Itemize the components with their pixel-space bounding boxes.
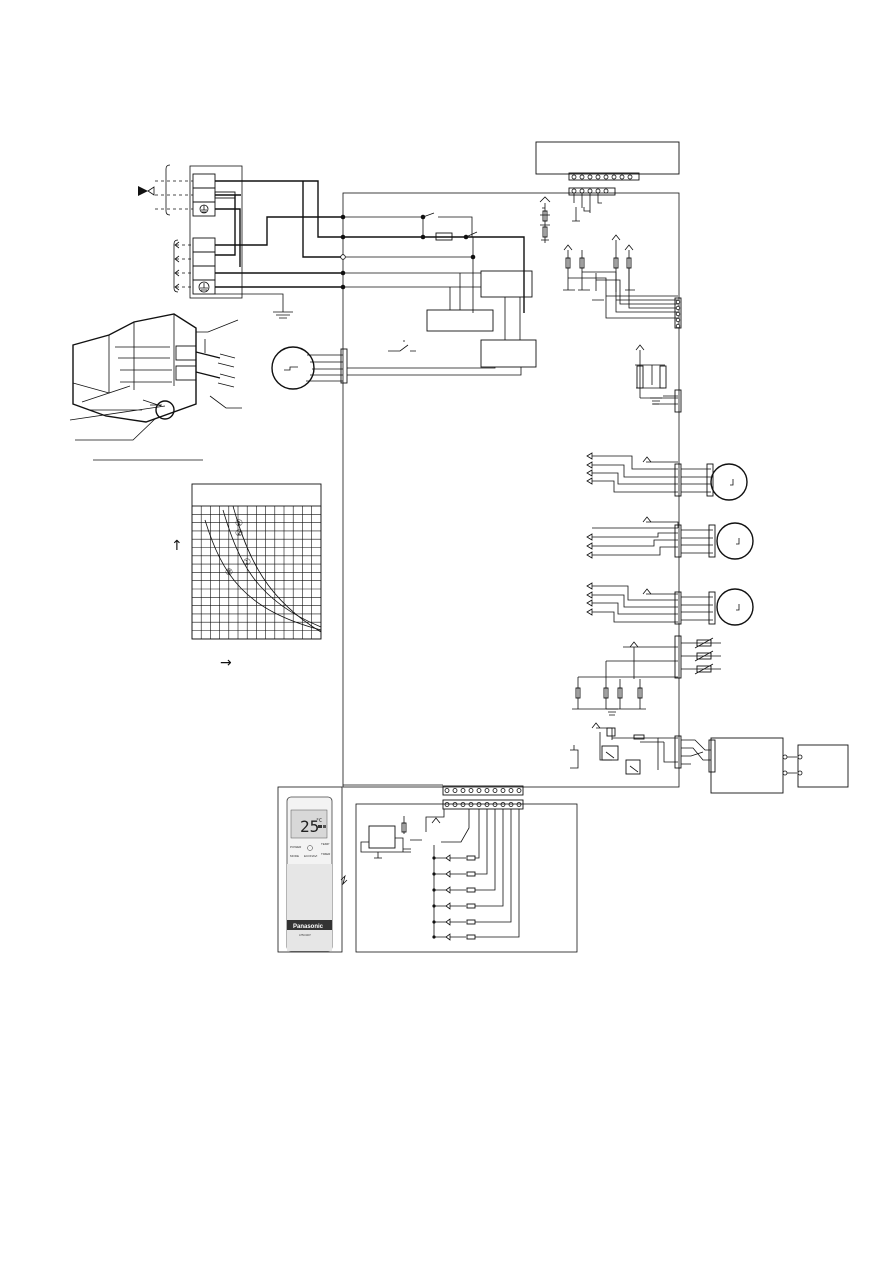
sensor-circuits — [539, 193, 682, 413]
remote-control: 25 °C POWER MODE TEMP TIMER ECONAVI Pana… — [277, 786, 348, 953]
power-terminal-block — [189, 165, 243, 299]
remote-brand: Panasonic — [293, 924, 324, 930]
thermistor-circuits — [572, 635, 721, 716]
pcb-modules — [426, 270, 537, 368]
indicator-connector-pins — [444, 788, 522, 807]
remote-temp-button[interactable]: TEMP — [321, 842, 329, 846]
power-supply-inputs — [138, 164, 193, 293]
indicator-board — [343, 784, 578, 953]
curve-marker-2b: ② — [225, 568, 233, 578]
curve-marker-1: ① — [235, 519, 243, 529]
remote-lcd-digits: 25 — [300, 817, 319, 836]
temperature-graph: ① ② ① ② ↑ → — [171, 483, 322, 671]
louver-motor-3 — [586, 582, 754, 626]
x-axis-arrow: → — [220, 655, 232, 671]
remote-timer-button[interactable]: TIMER — [321, 852, 331, 856]
remote-power-button-icon[interactable] — [307, 845, 313, 851]
louver-motor-1 — [586, 452, 748, 501]
mains-wiring — [215, 180, 525, 313]
indicator-leds — [432, 809, 520, 941]
display-connector — [568, 172, 640, 196]
remote-mode-button[interactable]: MODE — [290, 854, 299, 858]
terminal-block-drawing-icon — [69, 313, 242, 461]
remote-lcd-unit: °C — [316, 818, 322, 824]
remote-power-button[interactable]: POWER — [290, 845, 302, 849]
curve-marker-1b: ① — [243, 558, 251, 568]
remote-model: A75C3407 — [299, 934, 311, 937]
main-pcb-outline — [342, 192, 680, 788]
fan-motor-icon — [271, 346, 522, 390]
remote-econavi-button[interactable]: ECONAVI — [304, 854, 317, 858]
power-switch-icon — [388, 340, 416, 352]
stepping-motor-icon — [586, 452, 754, 626]
curve-marker-2: ② — [235, 529, 243, 539]
communication-circuit — [570, 722, 849, 794]
display-board-box — [535, 141, 680, 196]
remote-lcd — [290, 809, 328, 839]
louver-motor-2 — [586, 516, 754, 560]
ground-icon — [215, 293, 293, 319]
y-axis-arrow: ↑ — [171, 538, 183, 554]
